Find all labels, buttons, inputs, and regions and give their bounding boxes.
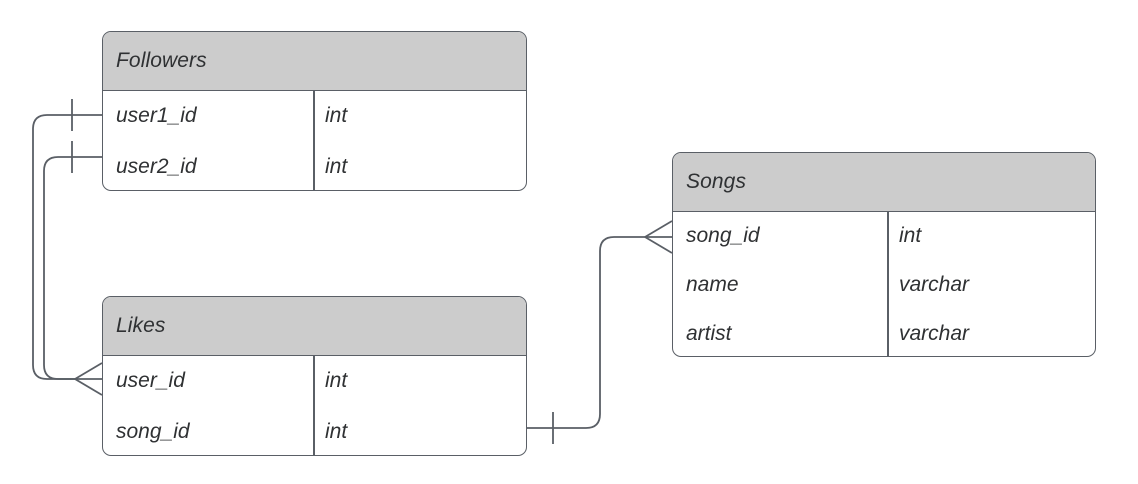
attribute-name: user1_id xyxy=(116,104,197,128)
entity-likes[interactable]: Likes user_id int song_id int xyxy=(102,296,527,456)
entity-likes-header: Likes xyxy=(103,297,526,356)
entity-followers[interactable]: Followers user1_id int user2_id int xyxy=(102,31,527,191)
column-divider xyxy=(313,356,315,455)
entity-followers-body: user1_id int user2_id int xyxy=(103,91,526,191)
attribute-row-song-id[interactable]: song_id int xyxy=(103,407,526,456)
attribute-row-song-id[interactable]: song_id int xyxy=(673,212,1095,261)
attribute-type: int xyxy=(898,224,922,248)
cardinality-many-crowsfoot-icon xyxy=(74,362,103,396)
relationship-line xyxy=(32,114,102,380)
entity-likes-title: Likes xyxy=(116,314,166,337)
entity-songs[interactable]: Songs song_id int name varchar artist va… xyxy=(672,152,1096,357)
entity-likes-body: user_id int song_id int xyxy=(103,356,526,456)
attribute-type: int xyxy=(325,154,348,178)
attribute-name: user2_id xyxy=(116,154,197,178)
attribute-type: int xyxy=(325,369,348,393)
column-divider xyxy=(313,91,315,190)
cardinality-many-crowsfoot-icon xyxy=(644,220,673,254)
attribute-row-artist[interactable]: artist varchar xyxy=(673,309,1095,356)
entity-songs-header: Songs xyxy=(673,153,1095,212)
attribute-row-name[interactable]: name varchar xyxy=(673,261,1095,310)
attribute-name: song_id xyxy=(686,224,760,248)
attribute-row-user1-id[interactable]: user1_id int xyxy=(103,91,526,142)
entity-songs-body: song_id int name varchar artist varchar xyxy=(673,212,1095,356)
attribute-name: name xyxy=(686,272,739,296)
entity-followers-title: Followers xyxy=(116,49,207,72)
attribute-type: int xyxy=(325,419,348,443)
column-divider xyxy=(887,212,889,356)
attribute-type: varchar xyxy=(898,321,970,345)
entity-followers-header: Followers xyxy=(103,32,526,91)
attribute-type: varchar xyxy=(898,272,970,296)
attribute-row-user-id[interactable]: user_id int xyxy=(103,356,526,407)
attribute-name: user_id xyxy=(116,369,185,393)
entity-songs-title: Songs xyxy=(686,170,747,193)
attribute-name: song_id xyxy=(116,419,190,443)
relationship-line xyxy=(43,156,102,380)
attribute-row-user2-id[interactable]: user2_id int xyxy=(103,142,526,191)
attribute-name: artist xyxy=(686,321,732,345)
attribute-type: int xyxy=(325,104,348,128)
relationship-line xyxy=(527,236,645,429)
